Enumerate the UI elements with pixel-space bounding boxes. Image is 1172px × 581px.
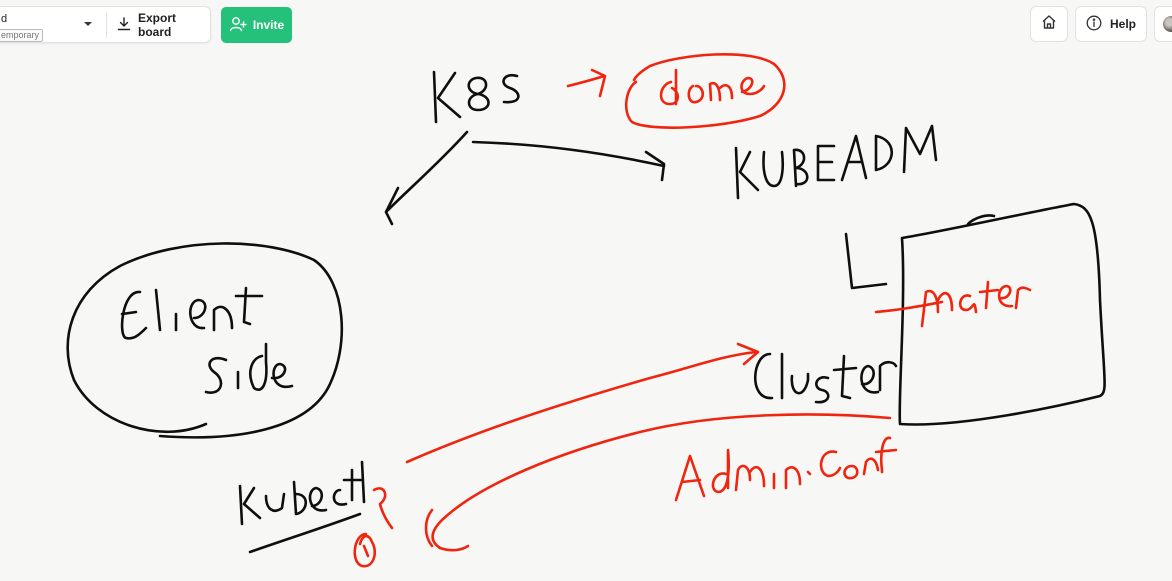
invite-button[interactable]: Invite xyxy=(221,7,292,43)
home-icon xyxy=(1041,14,1057,35)
help-label: Help xyxy=(1109,17,1136,31)
help-button[interactable]: Help xyxy=(1075,6,1147,42)
board-name[interactable]: d xyxy=(1,13,8,25)
sketch-master-text xyxy=(874,280,1032,328)
sketch-arrow-to-done xyxy=(566,68,607,98)
sketch-kubeadm-text xyxy=(734,124,938,200)
top-toolbar: d emporary Export board Invite xyxy=(0,0,1172,50)
sketch-done-circled xyxy=(624,53,786,129)
sketch-client-side-oval xyxy=(66,242,344,439)
export-board-button[interactable]: Export board xyxy=(109,10,210,40)
user-plus-icon xyxy=(229,16,247,35)
sketch-arrow-left xyxy=(384,130,469,226)
avatar[interactable] xyxy=(1163,16,1172,32)
sketch-cluster-text xyxy=(753,352,898,404)
invite-label: Invite xyxy=(252,18,285,32)
download-icon xyxy=(117,16,131,34)
sketch-admin-conf-text xyxy=(674,436,898,502)
info-icon xyxy=(1086,15,1102,34)
toolbar-divider xyxy=(106,13,107,38)
board-title-pill: d emporary Export board xyxy=(0,6,211,43)
user-menu[interactable] xyxy=(1154,6,1172,42)
sketch-arrow-right xyxy=(471,140,666,182)
sketch-arrow-cluster-to-kubectl xyxy=(424,413,892,552)
home-button[interactable] xyxy=(1030,6,1068,42)
chevron-down-icon[interactable] xyxy=(83,19,93,32)
sketch-red-bracket-marks xyxy=(353,487,394,568)
sketch-kubectl-text xyxy=(238,460,366,554)
temporary-badge: emporary xyxy=(0,29,44,42)
export-board-label: Export board xyxy=(138,11,177,39)
sketch-arrow-kubectl-to-cluster xyxy=(405,342,760,464)
sketch-k8s-text xyxy=(432,70,520,124)
sketch-master-box xyxy=(844,202,1106,426)
